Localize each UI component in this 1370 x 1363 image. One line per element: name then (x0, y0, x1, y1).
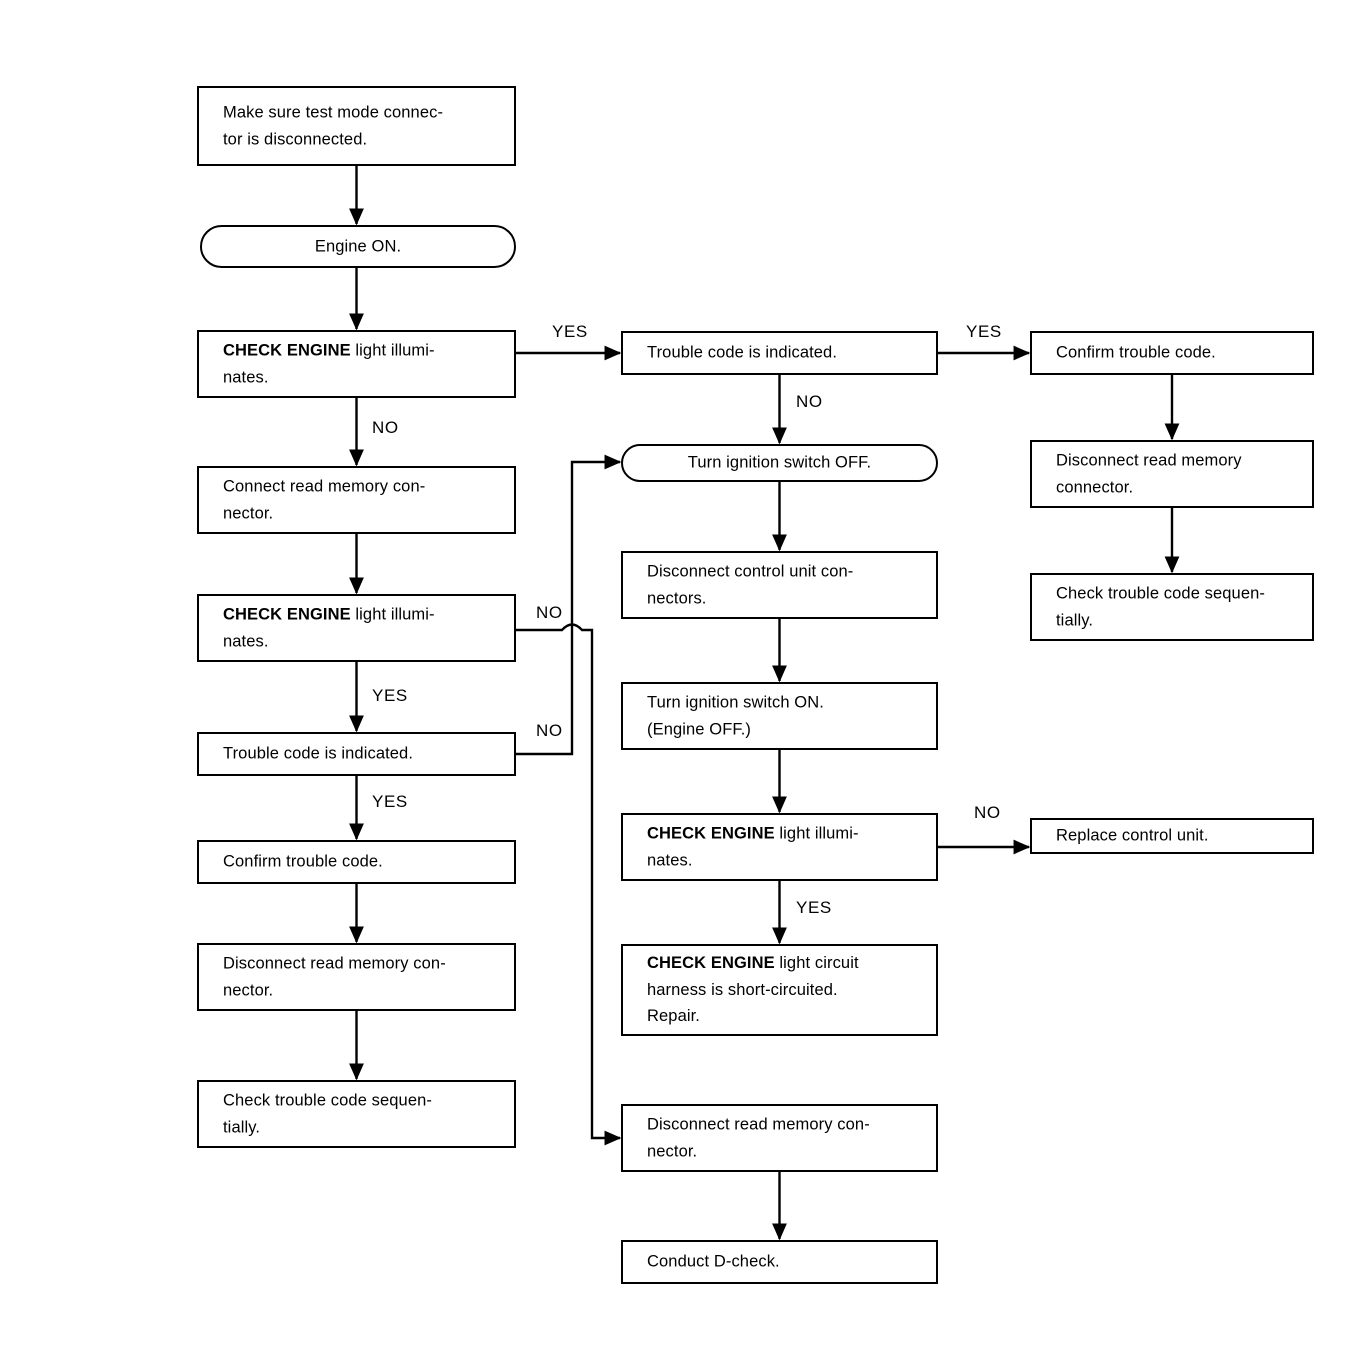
node-text: Trouble code is indicated. (223, 744, 414, 763)
node-text: Disconnect read memory con- nector. (647, 1115, 870, 1160)
node-turn-ignition-switch-on[interactable]: Turn ignition switch ON. (Engine OFF.) (621, 682, 938, 750)
edge-label-yes-4: YES (966, 322, 1002, 341)
node-text: Make sure test mode connec- tor is disco… (223, 103, 444, 148)
edge-label-yes-2: YES (372, 686, 408, 705)
node-text: Turn ignition switch OFF. (687, 453, 872, 472)
node-text: Confirm trouble code. (223, 852, 383, 871)
node-check-engine-light-illuminates-1[interactable]: CHECK ENGINE light illumi- nates. (197, 330, 516, 398)
node-engine-on[interactable]: Engine ON. (200, 225, 516, 268)
node-text: Check trouble code sequen- tially. (1056, 584, 1265, 629)
edge-label-yes-1: YES (552, 322, 588, 341)
edge-label-yes-3: YES (372, 792, 408, 811)
edge-label-yes-5: YES (796, 898, 832, 917)
node-text: Disconnect control unit con- nectors. (647, 562, 854, 607)
edge-label-no-5: NO (974, 803, 1001, 822)
edge-label-no-4: NO (796, 392, 823, 411)
node-confirm-trouble-code-right[interactable]: Confirm trouble code. (1030, 331, 1314, 375)
node-text: Check trouble code sequen- tially. (223, 1091, 432, 1136)
node-trouble-code-is-indicated-middle[interactable]: Trouble code is indicated. (621, 331, 938, 375)
node-text: Confirm trouble code. (1056, 343, 1216, 362)
connector-group (349, 166, 1180, 1241)
node-text: CHECK ENGINE light illumi- nates. (223, 341, 435, 386)
node-check-trouble-code-sequentially-left[interactable]: Check trouble code sequen- tially. (197, 1080, 516, 1148)
node-disconnect-read-memory-connector-right[interactable]: Disconnect read memory connector. (1030, 440, 1314, 508)
node-disconnect-control-unit-connectors[interactable]: Disconnect control unit con- nectors. (621, 551, 938, 619)
edge-label-no-1: NO (372, 418, 399, 437)
node-text: Connect read memory con- nector. (223, 477, 426, 522)
edge-n5-m7-no (516, 623, 622, 1146)
node-connect-read-memory-connector[interactable]: Connect read memory con- nector. (197, 466, 516, 534)
node-disconnect-read-memory-connector-left[interactable]: Disconnect read memory con- nector. (197, 943, 516, 1011)
node-make-sure-test-mode-connector[interactable]: Make sure test mode connec- tor is disco… (197, 86, 516, 166)
node-conduct-d-check[interactable]: Conduct D-check. (621, 1240, 938, 1284)
node-check-trouble-code-sequentially-right[interactable]: Check trouble code sequen- tially. (1030, 573, 1314, 641)
node-text: Replace control unit. (1056, 826, 1209, 845)
node-check-engine-light-circuit-harness-short[interactable]: CHECK ENGINE light circuit harness is sh… (621, 944, 938, 1036)
node-replace-control-unit[interactable]: Replace control unit. (1030, 818, 1314, 854)
edge-label-no-3: NO (536, 721, 563, 740)
node-text: CHECK ENGINE light circuit harness is sh… (647, 953, 859, 1026)
node-text: CHECK ENGINE light illumi- nates. (647, 824, 859, 869)
edge-label-no-2: NO (536, 603, 563, 622)
node-disconnect-read-memory-connector-middle[interactable]: Disconnect read memory con- nector. (621, 1104, 938, 1172)
node-turn-ignition-switch-off[interactable]: Turn ignition switch OFF. (621, 444, 938, 482)
node-text: Disconnect read memory con- nector. (223, 954, 446, 999)
node-text: Disconnect read memory connector. (1056, 451, 1242, 496)
node-check-engine-light-illuminates-3[interactable]: CHECK ENGINE light illumi- nates. (621, 813, 938, 881)
node-confirm-trouble-code-left[interactable]: Confirm trouble code. (197, 840, 516, 884)
node-text: Turn ignition switch ON. (Engine OFF.) (647, 693, 824, 738)
node-check-engine-light-illuminates-2[interactable]: CHECK ENGINE light illumi- nates. (197, 594, 516, 662)
node-text: Trouble code is indicated. (647, 343, 838, 362)
edge-n6-m2-no (516, 454, 622, 756)
node-text: Conduct D-check. (647, 1252, 780, 1271)
node-text: CHECK ENGINE light illumi- nates. (223, 605, 435, 650)
node-trouble-code-is-indicated-left[interactable]: Trouble code is indicated. (197, 732, 516, 776)
node-text: Engine ON. (314, 237, 402, 256)
